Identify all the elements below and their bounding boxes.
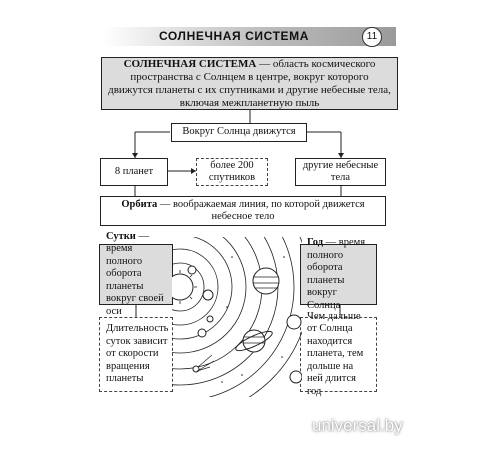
- year-note-box: Чем дальше от Солнца находится планета, …: [300, 311, 377, 397]
- saturn-icon: [235, 329, 273, 353]
- planets-box: 8 планет: [100, 158, 168, 186]
- sun-icon: [172, 270, 197, 304]
- page-title: СОЛНЕЧНАЯ СИСТЕМА: [158, 29, 310, 43]
- root-box: Вокруг Солнца движутся: [171, 123, 307, 142]
- page-number: 11: [362, 27, 382, 47]
- day-box: Сутки — время полного оборота планеты во…: [99, 231, 173, 317]
- year-box: Год — время полного оборота планеты вокр…: [300, 237, 377, 311]
- definition-box: СОЛНЕЧНАЯ СИСТЕМА — область космического…: [101, 57, 398, 110]
- planet-icon: [289, 370, 302, 384]
- year-term: Год: [307, 237, 324, 248]
- orbit-term: Орбита: [121, 198, 158, 210]
- orbit-box: Орбита — воображаемая линия, по которой …: [100, 196, 386, 226]
- definition-term: СОЛНЕЧНАЯ СИСТЕМА: [123, 57, 257, 70]
- day-term: Сутки: [106, 230, 136, 242]
- other-bodies-box: другие небесные тела: [295, 158, 386, 186]
- planet-icon: [197, 328, 207, 338]
- jupiter-icon: [252, 267, 280, 295]
- planet-icon: [187, 265, 197, 275]
- planet-icon: [206, 315, 214, 323]
- day-note-box: Длительность суток зависит от скорости в…: [99, 317, 173, 392]
- comet-icon: [192, 354, 215, 373]
- solar-system-illustration: [172, 237, 302, 397]
- stars-decoration: [221, 256, 285, 383]
- satellites-box: более 200 спутников: [196, 158, 268, 186]
- definition-text: СОЛНЕЧНАЯ СИСТЕМА — область космического…: [108, 57, 391, 109]
- planet-icon: [286, 314, 302, 330]
- watermark: universal.by: [312, 416, 403, 435]
- header-bar: [103, 27, 396, 46]
- planet-icon: [202, 289, 214, 301]
